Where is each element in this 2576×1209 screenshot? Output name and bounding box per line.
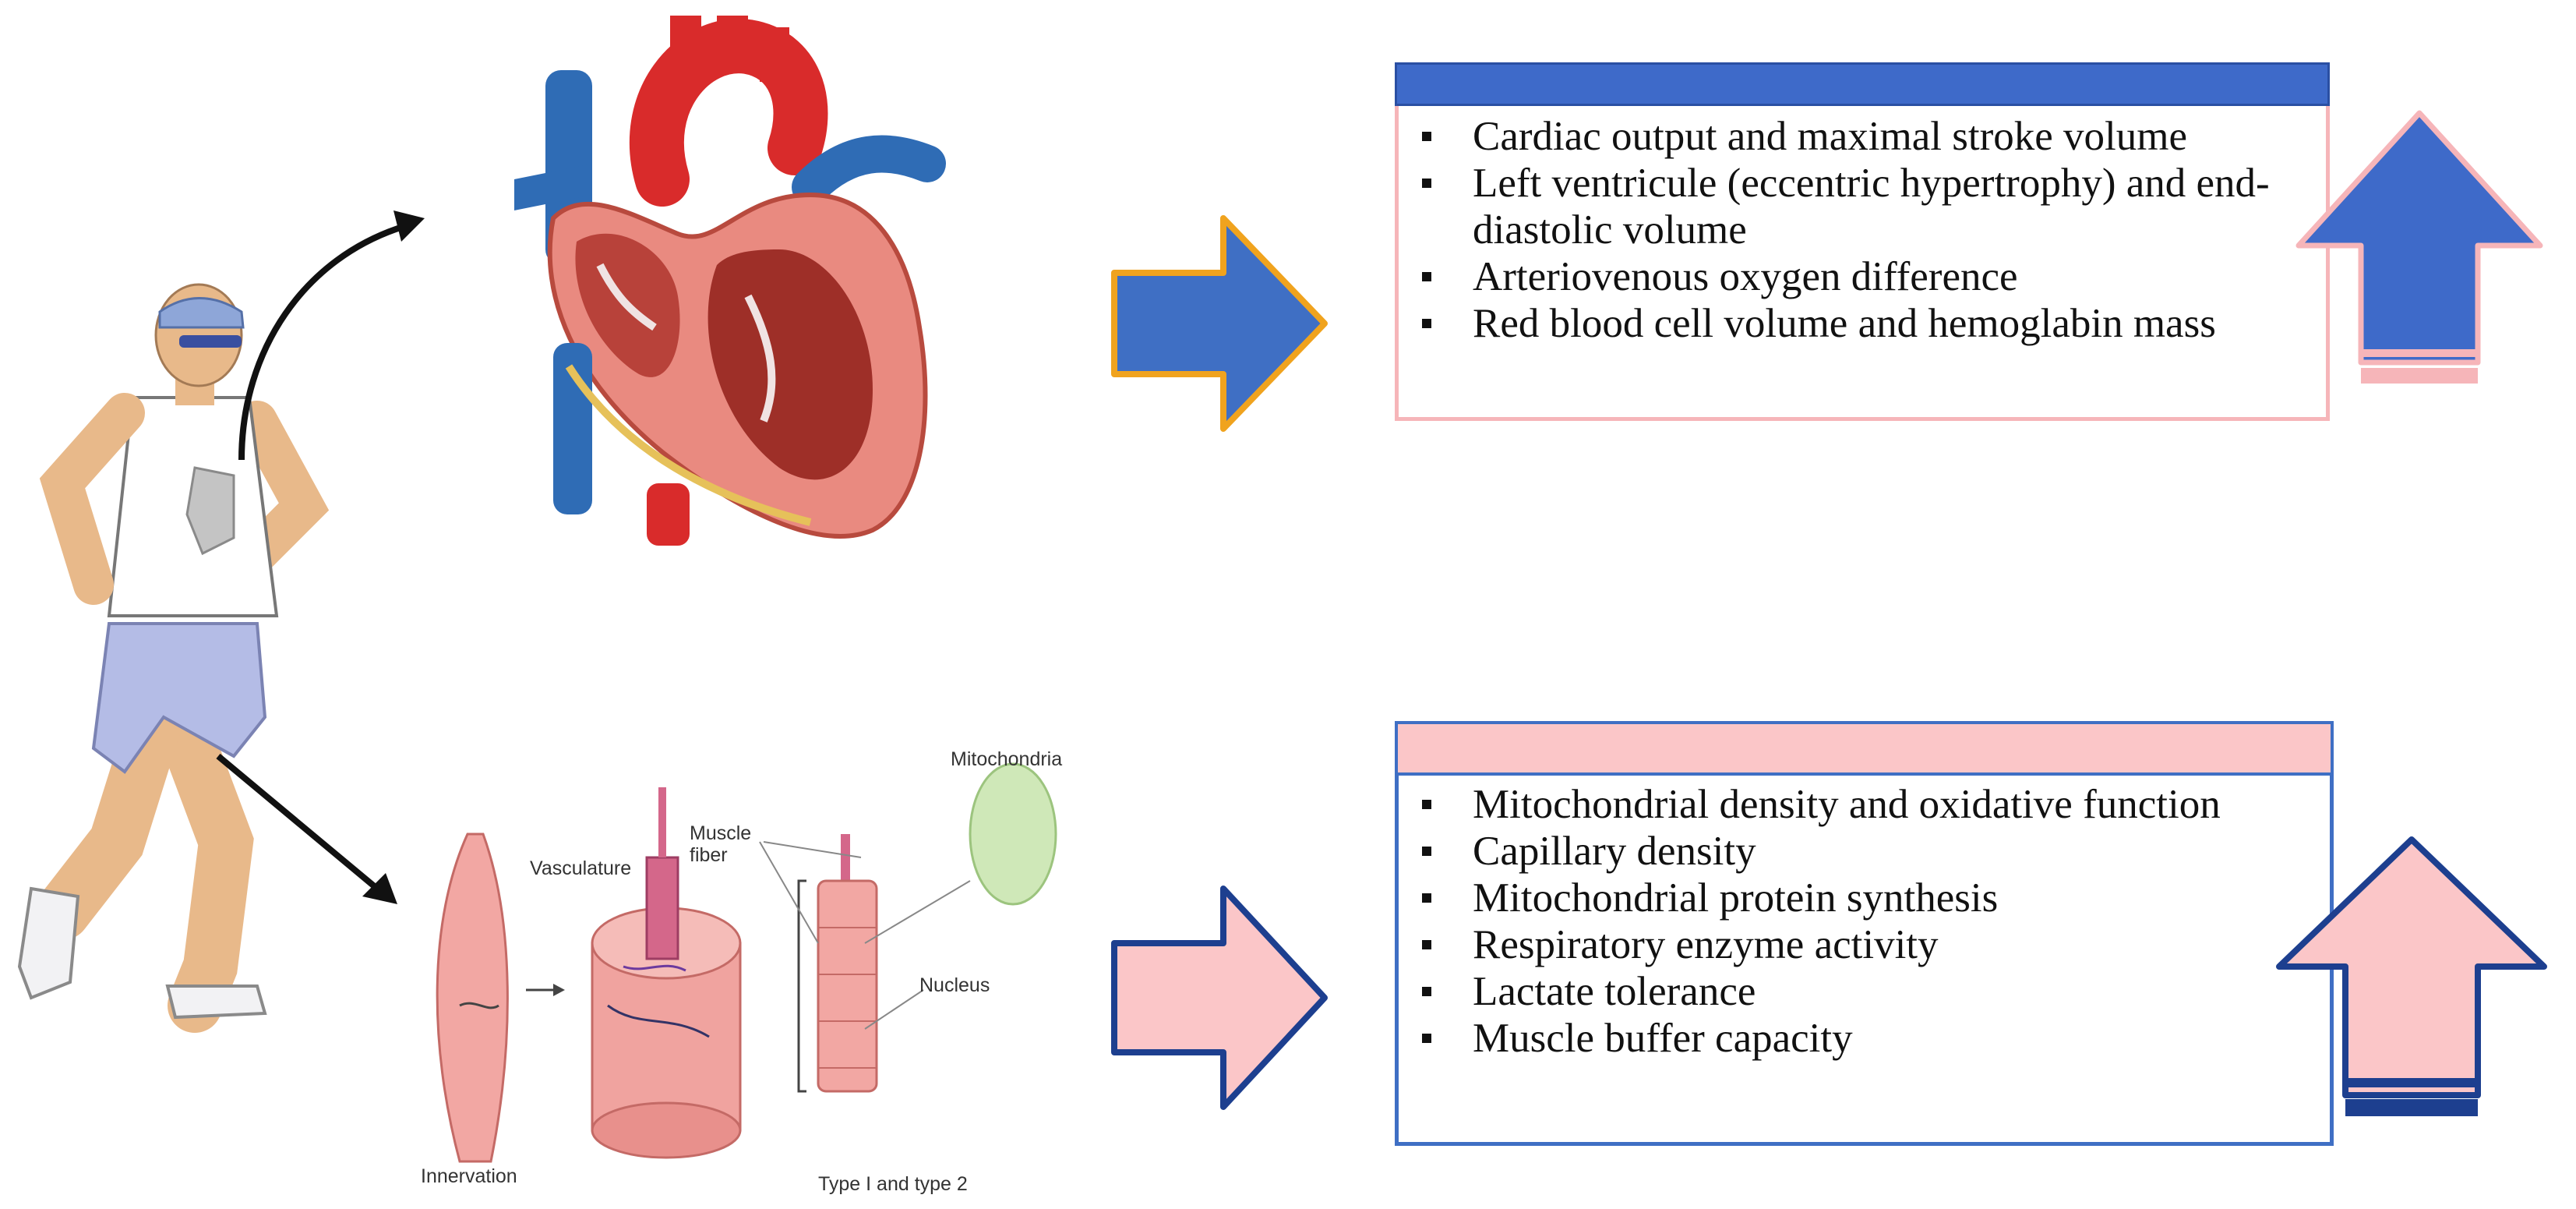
muscle-illustration: Muscle fiber Vasculature Mitochondria Nu… xyxy=(413,748,1114,1200)
muscle-effects-list: Mitochondrial density and oxidative func… xyxy=(1399,781,2310,1062)
arrow-right-icon xyxy=(1106,881,1332,1115)
list-item: Capillary density xyxy=(1399,828,2310,875)
list-item: Red blood cell volume and hemoglabin mas… xyxy=(1399,300,2303,347)
muscle-panel-header xyxy=(1395,721,2334,776)
list-item: Mitochondrial density and oxidative func… xyxy=(1399,781,2310,828)
label-muscle-fiber: Muscle fiber xyxy=(690,822,752,866)
label-vasculature: Vasculature xyxy=(530,857,632,879)
list-item: Cardiac output and maximal stroke volume xyxy=(1399,113,2303,160)
list-item: Lactate tolerance xyxy=(1399,968,2310,1015)
list-item: Mitochondrial protein synthesis xyxy=(1399,875,2310,921)
arrow-to-muscle xyxy=(210,748,405,912)
list-item: Muscle buffer capacity xyxy=(1399,1015,2310,1062)
arrow-to-heart xyxy=(234,210,436,468)
list-item: Respiratory enzyme activity xyxy=(1399,921,2310,968)
label-mitochondria: Mitochondria xyxy=(951,748,1063,770)
label-fiber-types: Type I and type 2 xyxy=(818,1173,968,1195)
heart-illustration xyxy=(483,16,966,561)
cardio-adaptations-panel: Cardiac output and maximal stroke volume… xyxy=(1395,62,2330,421)
list-item: Left ventricule (eccentric hypertrophy) … xyxy=(1399,160,2303,253)
list-item: Arteriovenous oxygen difference xyxy=(1399,253,2303,300)
cardio-panel-header xyxy=(1395,62,2330,106)
arrow-right-icon xyxy=(1106,210,1332,437)
muscle-adaptations-panel: Mitochondrial density and oxidative func… xyxy=(1395,721,2334,1146)
cardio-effects-list: Cardiac output and maximal stroke volume… xyxy=(1399,113,2303,347)
label-innervation: Innervation xyxy=(421,1165,517,1187)
runner-illustration xyxy=(0,281,405,1099)
arrow-up-icon xyxy=(2271,830,2552,1126)
label-nucleus: Nucleus xyxy=(919,974,990,996)
arrow-up-icon xyxy=(2287,101,2552,390)
